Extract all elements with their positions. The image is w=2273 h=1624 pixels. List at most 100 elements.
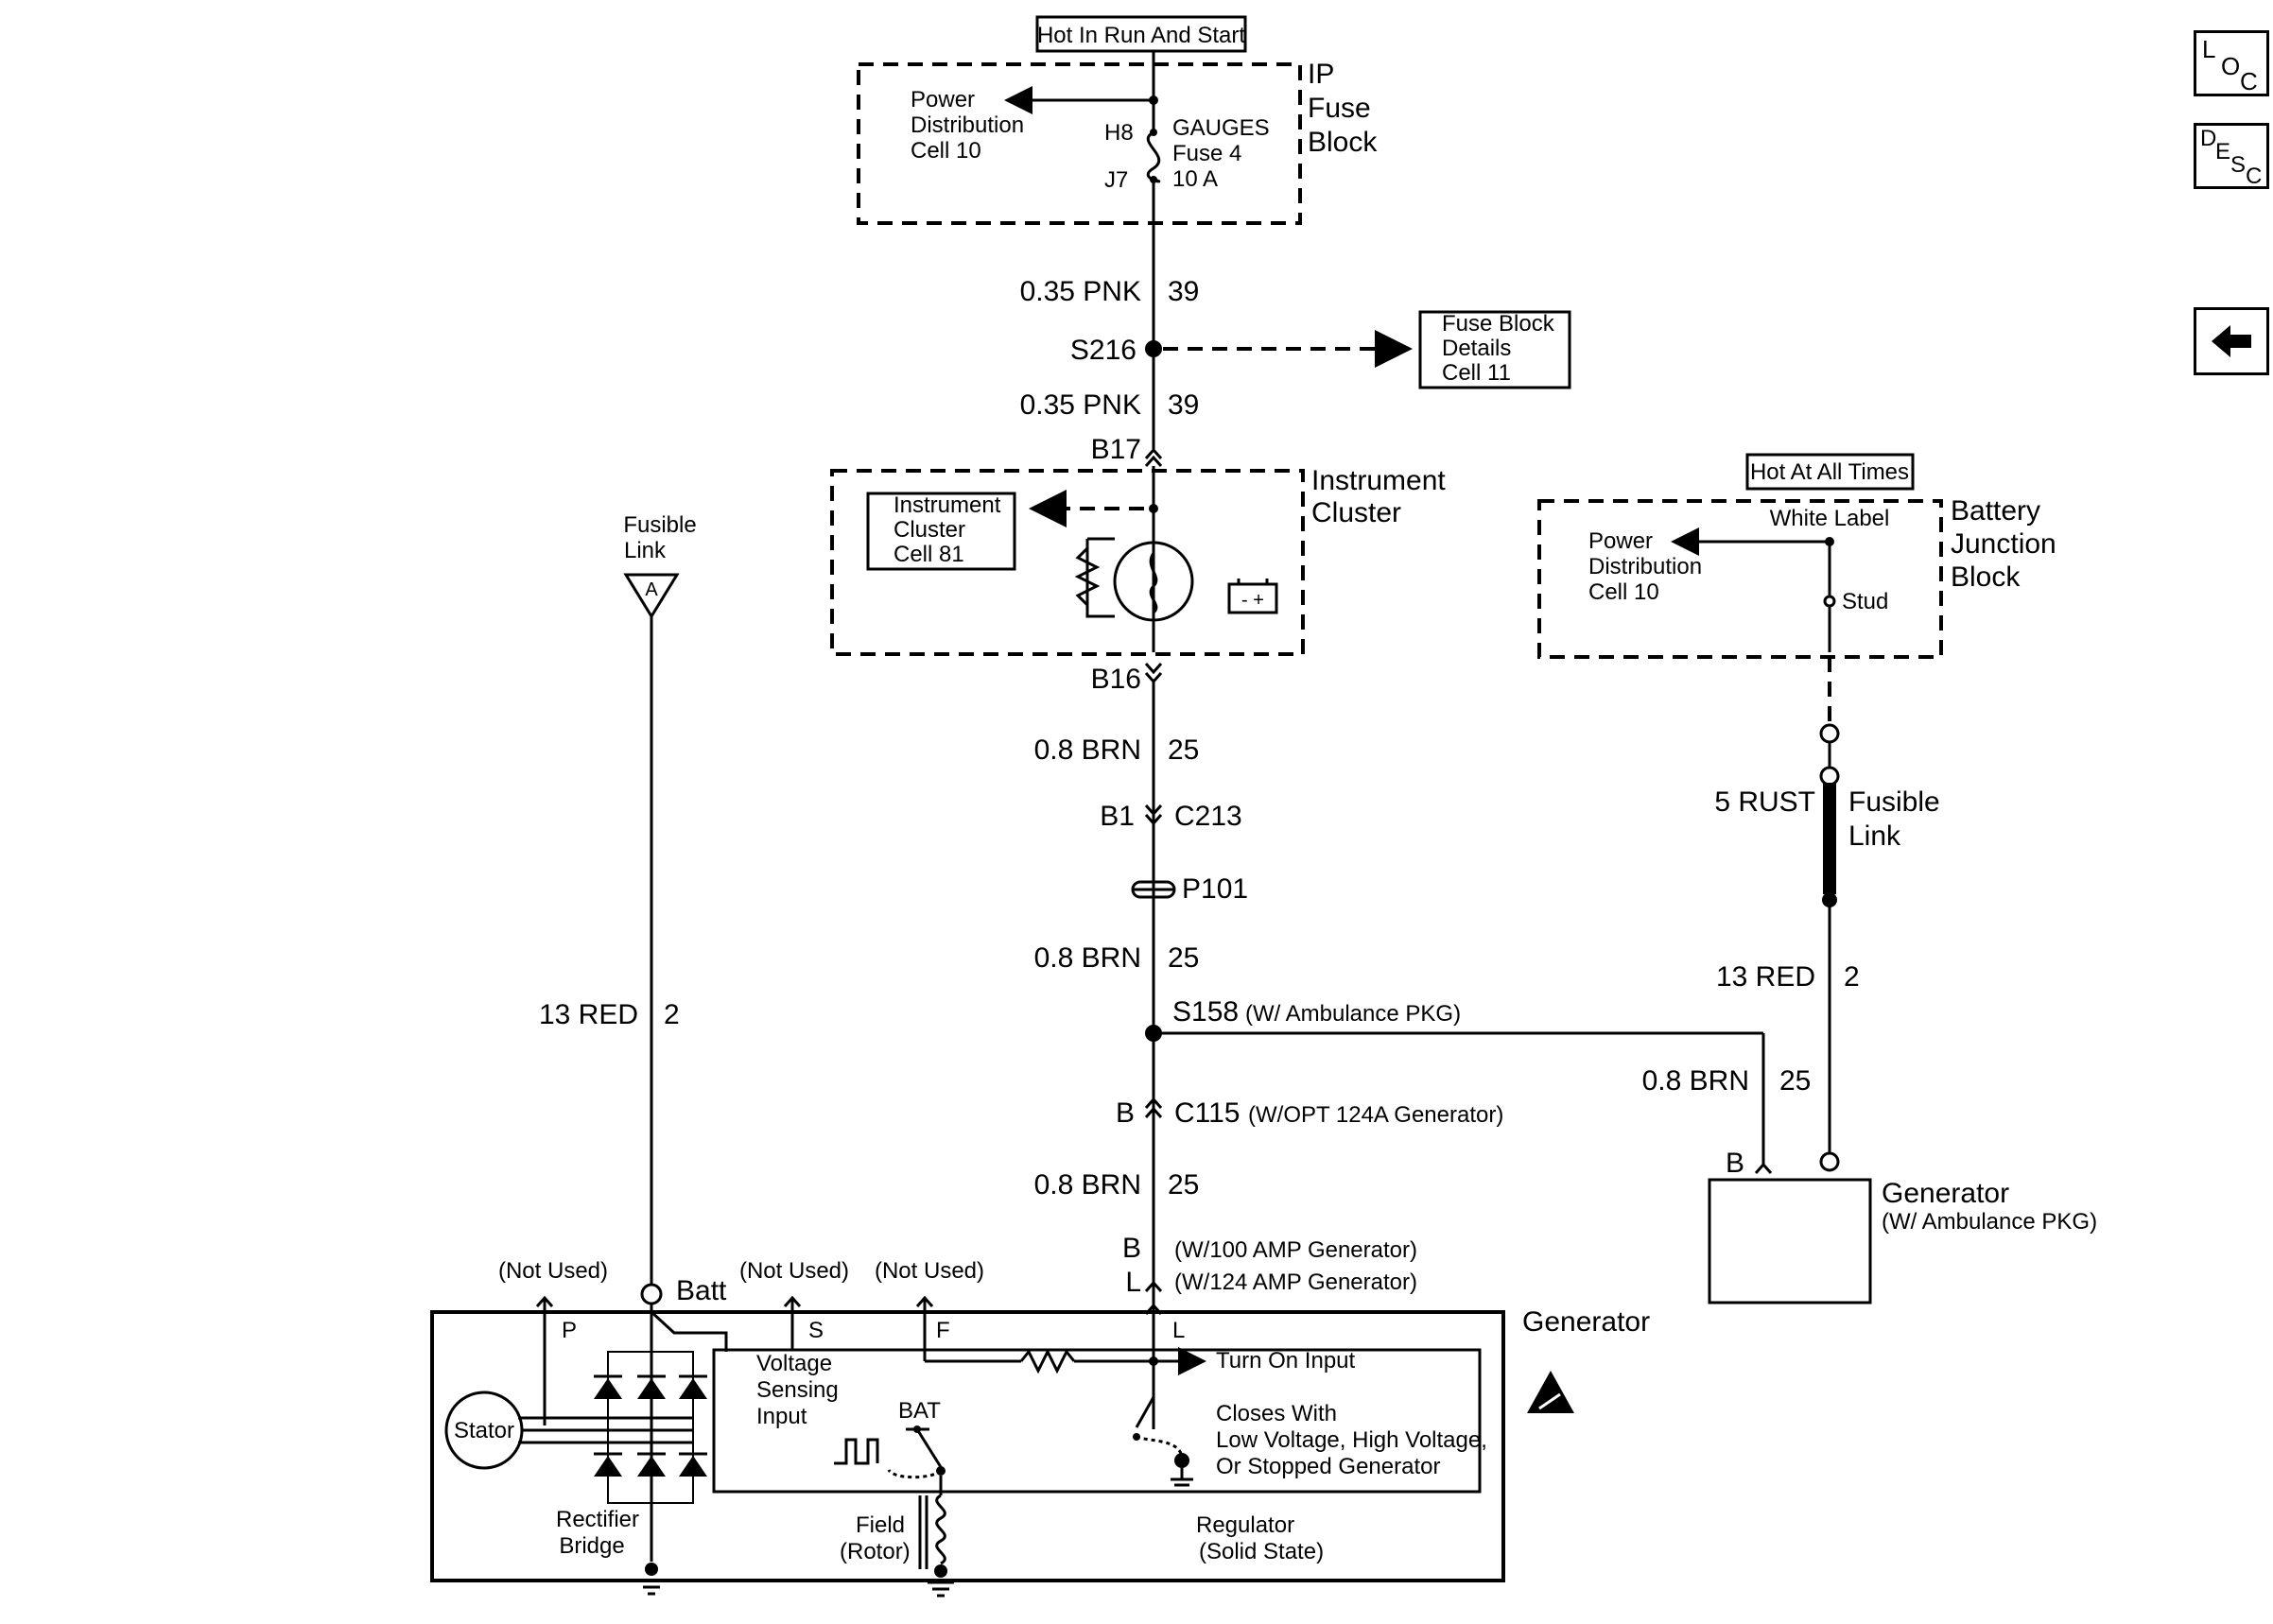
field-rotor-coil-icon [935, 1494, 946, 1565]
hot-at-all-times-box [1745, 453, 1915, 491]
p-terminal-note: (Not Used) [498, 1258, 608, 1284]
red-wire-right-circuit: 2 [1844, 961, 1860, 993]
red-wire-left-circuit: 2 [664, 999, 680, 1030]
splice-s216-label: S216 [1070, 335, 1136, 366]
f-terminal-note: (Not Used) [875, 1258, 984, 1284]
battery-gauge-symbol: - + [1241, 590, 1264, 611]
wire-0.35-pnk-lower-gauge: 0.35 PNK [1020, 389, 1141, 421]
stud-icon [1823, 595, 1836, 608]
ambulance-generator-box [1708, 1178, 1872, 1304]
ambulance-generator-note: (W/ Ambulance PKG) [1882, 1209, 2097, 1235]
regulator-resistor-icon [1019, 1348, 1076, 1374]
ip-fuse-block-title-2: Fuse [1308, 93, 1371, 124]
stud-label: Stud [1842, 589, 1888, 614]
stator-label: Stator [454, 1418, 514, 1443]
loc-button[interactable]: L O C [2194, 30, 2269, 96]
wire-0.8-brn-3-gauge: 0.8 BRN [1034, 1169, 1141, 1201]
ip-fuse-block-title-1: IP [1308, 59, 1334, 90]
wire-0.35-pnk-upper-gauge: 0.35 PNK [1020, 276, 1141, 307]
p101-label: P101 [1182, 873, 1248, 905]
regulator-label-1: Regulator [1196, 1512, 1294, 1538]
battery-junction-block-outline [1537, 499, 1943, 659]
loc-letter-o: O [2221, 52, 2241, 80]
rectifier-label-2: Bridge [559, 1533, 624, 1559]
wire-0.8-brn-1-gauge: 0.8 BRN [1034, 734, 1141, 766]
instrument-cluster-ref-1: Instrument [894, 492, 1001, 518]
s158-note: (W/ Ambulance PKG) [1245, 1001, 1461, 1027]
wire-0.8-brn-2-gauge: 0.8 BRN [1034, 942, 1141, 974]
battery-gauge-icon [1227, 582, 1278, 614]
hot-at-all-times-label: Hot At All Times [1750, 459, 1909, 485]
connector-a-icon [623, 573, 680, 619]
rectifier-label-1: Rectifier [556, 1507, 639, 1532]
fuse-pin-in: H8 [1104, 120, 1134, 146]
c115-label: C115 [1174, 1097, 1241, 1129]
bjb-title-2: Junction [1951, 528, 2056, 560]
b-pin-note: (W/100 AMP Generator) [1174, 1237, 1417, 1263]
ip-power-distribution-ref-3: Cell 10 [911, 138, 981, 164]
c115-pin: B [1116, 1097, 1135, 1129]
ip-fuse-block: Hot In Run And Start IP Fuse Block Power… [857, 15, 1378, 225]
s-terminal-note: (Not Used) [739, 1258, 849, 1284]
fuse-block-details-box[interactable] [1418, 310, 1571, 389]
left-fusible-link-label-2: Link [624, 538, 667, 563]
left-arrow-icon [2212, 325, 2251, 357]
voltage-sensing-label-1: Voltage [756, 1351, 832, 1376]
fuse-block-details-ref-2: Details [1442, 336, 1511, 361]
bjb-title-3: Block [1951, 561, 2021, 593]
field-label-2: (Rotor) [840, 1539, 911, 1564]
ip-fuse-block-outline [857, 62, 1302, 225]
bjb-ref-1: Power [1588, 528, 1653, 554]
bat-switch-icon [915, 1428, 943, 1468]
pwm-signal-icon [834, 1438, 879, 1465]
ip-power-distribution-ref-2: Distribution [911, 112, 1024, 138]
bjb-ref-3: Cell 10 [1588, 579, 1659, 605]
splice-s216 [1145, 340, 1162, 357]
desc-letter-c: C [2246, 164, 2263, 189]
s158-label: S158 [1172, 996, 1239, 1028]
voltage-sensing-label-3: Input [756, 1404, 807, 1429]
cluster-pin-b17: B17 [1091, 434, 1141, 465]
fusible-link-icon [1823, 783, 1836, 894]
electrostatic-discharge-warning-icon [1527, 1371, 1574, 1413]
fuse-block-details-ref-1: Fuse Block [1442, 311, 1555, 337]
regulator-switch-icon [1135, 1396, 1155, 1428]
instrument-cluster-ref-box[interactable] [866, 492, 1016, 571]
red-wire-left-gauge: 13 RED [539, 999, 638, 1030]
fusible-link-label-2: Link [1848, 821, 1901, 852]
field-ground-icon [928, 1581, 954, 1598]
fuse-number: Fuse 4 [1172, 141, 1241, 166]
instrument-cluster-ref-2: Cluster [894, 517, 965, 543]
f-terminal-label: F [936, 1318, 950, 1343]
c115-note: (W/OPT 124A Generator) [1248, 1102, 1503, 1128]
gauges-fuse-symbol [1146, 130, 1161, 183]
desc-button[interactable]: D E S C [2194, 123, 2269, 189]
p-terminal-label: P [562, 1318, 577, 1343]
turn-on-input-label: Turn On Input [1216, 1348, 1356, 1373]
s-terminal-label: S [808, 1318, 824, 1343]
battery-junction-block: Hot At All Times Battery Junction Block … [1537, 453, 2056, 659]
loc-letter-c: C [2240, 67, 2258, 95]
gauge-coil-resistor-icon [1074, 546, 1101, 607]
hot-in-run-label: Hot In Run And Start [1037, 23, 1245, 48]
connector-c213-icon [1144, 804, 1163, 826]
fuse-name: GAUGES [1172, 115, 1270, 141]
ip-power-distribution-ref-1: Power [911, 87, 975, 112]
cluster-pin-b16: B16 [1091, 664, 1141, 695]
ground-icon [638, 1579, 665, 1596]
back-button[interactable] [2194, 307, 2269, 375]
desc-letter-s: S [2230, 152, 2247, 178]
regulator-label-2: (Solid State) [1199, 1539, 1324, 1564]
regulator-box [712, 1348, 1482, 1494]
rectifier-diodes [594, 1374, 707, 1477]
wire-0.8-brn-3-circuit: 25 [1168, 1169, 1199, 1201]
fusible-link-label-1: Fusible [1848, 786, 1940, 818]
red-wire-right-gauge: 13 RED [1716, 961, 1815, 993]
field-label-1: Field [856, 1512, 905, 1538]
generator-outline [430, 1310, 1505, 1582]
batt-terminal [640, 1283, 663, 1305]
fuse-block-details-ref-3: Cell 11 [1442, 360, 1511, 386]
fusible-link-terminal-top [1819, 723, 1840, 744]
ambulance-wire-circuit: 25 [1779, 1065, 1811, 1097]
instrument-cluster-ref-3: Cell 81 [894, 542, 964, 567]
